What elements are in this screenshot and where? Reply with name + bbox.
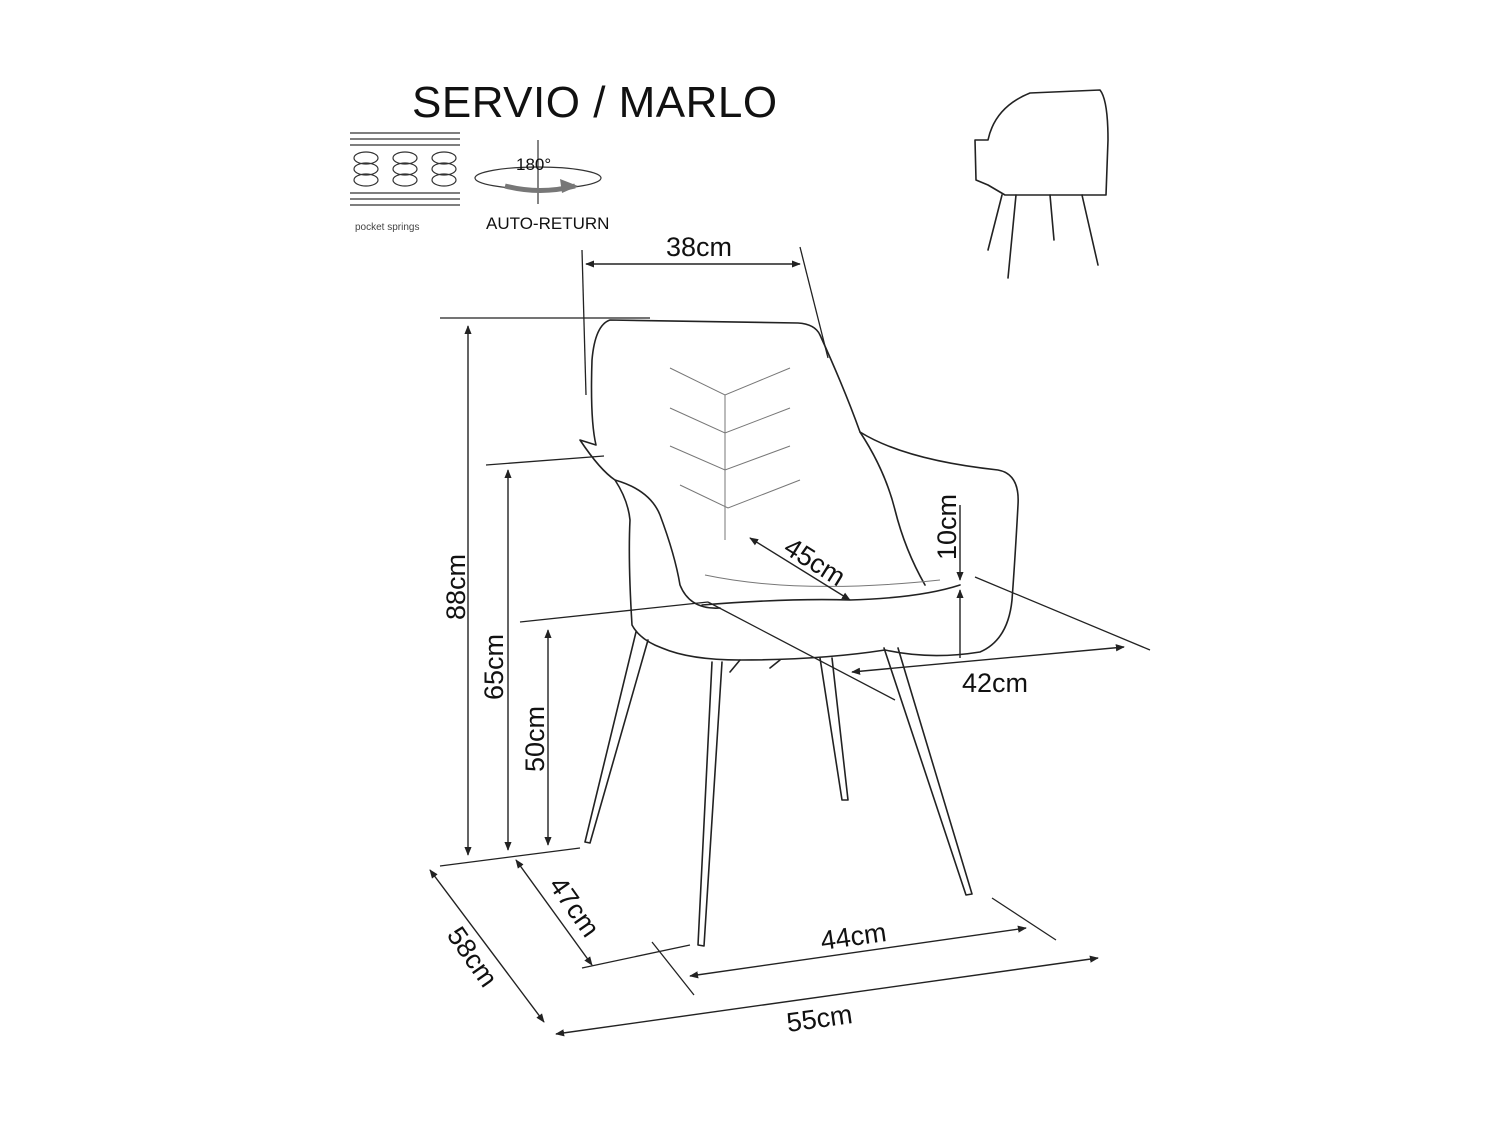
- rotation-label: AUTO-RETURN: [486, 214, 609, 233]
- dim-seat-depth: 45cm: [779, 532, 851, 592]
- chair-thumbnail: [974, 89, 1109, 279]
- dim-back-width: 38cm: [666, 232, 732, 262]
- dim-armrest-height: 65cm: [479, 634, 509, 700]
- dim-seat-height: 50cm: [520, 706, 550, 772]
- dimension-lines: [429, 260, 1125, 1037]
- dim-total-height: 88cm: [441, 554, 471, 620]
- dim-total-width: 55cm: [785, 999, 855, 1038]
- dim-leg-width: 44cm: [819, 917, 889, 956]
- extension-lines: [439, 246, 1151, 996]
- rotation-angle: 180°: [516, 155, 551, 174]
- dim-seat-width: 42cm: [962, 668, 1028, 698]
- rotation-icon: [474, 140, 602, 204]
- product-title: SERVIO / MARLO: [412, 78, 778, 127]
- chair-drawing: [579, 319, 1019, 947]
- dim-armrest-above-seat: 10cm: [932, 494, 962, 560]
- dim-total-depth: 58cm: [441, 921, 503, 992]
- spring-icon: [350, 132, 460, 206]
- dim-leg-depth: 47cm: [543, 871, 605, 942]
- springs-label: pocket springs: [355, 222, 419, 233]
